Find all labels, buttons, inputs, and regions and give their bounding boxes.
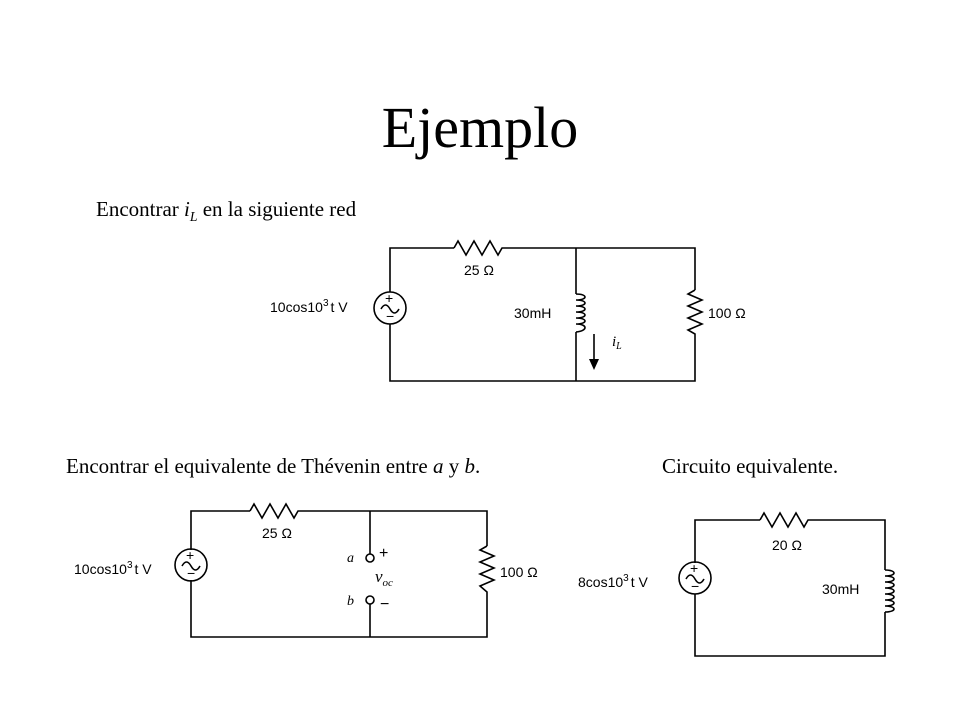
circuit3-wires <box>694 519 886 657</box>
source-polarity-signs: + − + − + − <box>186 290 699 594</box>
circuit3-resistor-top-label: 20 Ω <box>772 537 802 553</box>
terminal-b-label: b <box>347 594 354 609</box>
circuit1-wires <box>389 247 696 382</box>
statement-find-il: Encontrar iL en la siguiente red <box>96 197 356 229</box>
circuit1-resistor-25 <box>453 239 506 257</box>
voc-plus: + <box>379 545 388 562</box>
terminal-b-node <box>365 595 375 605</box>
circuit2-resistor-100 <box>477 545 497 598</box>
circuit1-inductor <box>575 293 586 333</box>
statement-equivalent: Circuito equivalente. <box>662 454 839 478</box>
slide-title: Ejemplo <box>381 95 579 160</box>
voc-label: voc <box>375 567 393 589</box>
circuit1-voltage-source <box>373 291 407 325</box>
circuit3-inductor-label: 30mH <box>822 581 859 597</box>
statement-text: Encontrar el equivalente de Thévenin ent… <box>66 454 433 478</box>
circuit1-source-minus: − <box>386 308 394 324</box>
circuit1-inductor-label: 30mH <box>514 305 551 321</box>
circuit2-resistor-25 <box>249 502 300 520</box>
terminal-a-label: a <box>347 551 354 566</box>
statement-text: Encontrar <box>96 197 185 221</box>
conjunction: y <box>443 454 465 478</box>
circuit1-source-plus: + <box>385 290 393 306</box>
period: . <box>474 454 481 478</box>
terminal-a-node <box>365 553 375 563</box>
circuit2-resistor-right-label: 100 Ω <box>500 564 538 580</box>
terminal-b-ref: b <box>464 454 475 478</box>
circuit3-source-minus: − <box>691 578 699 594</box>
current-subscript: L <box>189 209 198 225</box>
voc-minus: − <box>380 596 389 613</box>
circuit2-source-minus: − <box>187 565 195 581</box>
circuit1-current-arrowhead <box>589 359 599 370</box>
circuit2-voltage-source <box>174 548 208 582</box>
statement-text-end: en la siguiente red <box>197 197 357 221</box>
circuit3-voltage-source <box>678 561 712 595</box>
terminal-a-ref: a <box>432 454 444 478</box>
circuit1-current-label: iL <box>612 334 622 352</box>
circuit3-resistor-20 <box>759 511 812 529</box>
circuit1-resistor-100 <box>685 289 705 338</box>
statement-thevenin: Encontrar el equivalente de Thévenin ent… <box>66 454 480 478</box>
circuit3-source-plus: + <box>690 560 698 576</box>
circuit1-resistor-right-label: 100 Ω <box>708 305 746 321</box>
circuit2-resistor-top-label: 25 Ω <box>262 525 292 541</box>
circuit1-resistor-top-label: 25 Ω <box>464 262 494 278</box>
circuit3-inductor <box>884 569 895 613</box>
current-variable: i <box>184 197 190 221</box>
circuit2-wires <box>190 510 488 638</box>
circuit2-source-plus: + <box>186 547 194 563</box>
